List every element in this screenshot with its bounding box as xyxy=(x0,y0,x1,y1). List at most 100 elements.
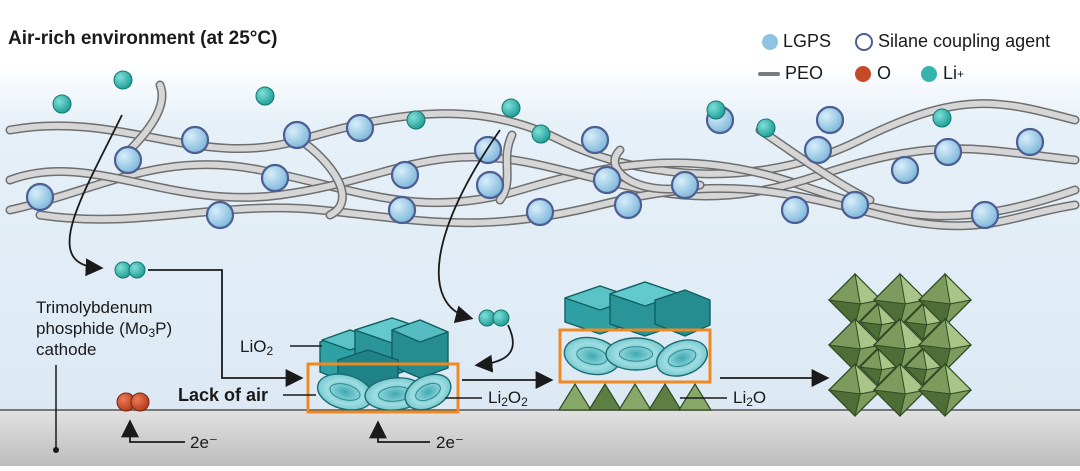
lgps-particle xyxy=(1015,127,1045,157)
li2o2-highlight-box-2 xyxy=(558,328,712,384)
lack-of-air-label: Lack of air xyxy=(178,385,269,405)
lio2-label-sub: 2 xyxy=(266,344,274,358)
octa-face-dark xyxy=(903,321,928,341)
octa-face-dark xyxy=(827,389,861,417)
li-ion xyxy=(113,70,133,90)
lgps-particle xyxy=(25,182,55,212)
legend-li-symbol xyxy=(921,66,937,82)
li2o2-disc-body xyxy=(656,339,708,377)
li2o2-label-a: Li xyxy=(488,388,502,407)
cathode-label: Trimolybdenum phosphide (Mo3P) cathode xyxy=(36,297,172,360)
oxygen-atom-2 xyxy=(130,392,150,412)
li2o-base-pyramid xyxy=(617,382,653,411)
cathode-label-line2: phosphide (Mo3P) xyxy=(36,318,172,339)
cathode-pointer-dot xyxy=(53,447,59,453)
lgps-particle xyxy=(180,125,210,155)
peo-chain xyxy=(7,159,1078,219)
lgps-particle xyxy=(780,195,810,225)
li2o-base-pyramid xyxy=(587,382,623,411)
li2o2-disc-body xyxy=(404,373,452,411)
electron-arrow-1 xyxy=(121,419,185,443)
electrons-label-1: 2e⁻ xyxy=(190,433,218,452)
li2o2-disc-center xyxy=(329,383,361,401)
octa-face-light xyxy=(877,302,898,326)
li2o-octahedron xyxy=(903,302,943,341)
li-ion xyxy=(501,98,521,118)
lgps-particle xyxy=(970,200,1000,230)
octa-face-dark xyxy=(872,389,906,417)
legend-o-label: O xyxy=(877,63,892,83)
peo-chain xyxy=(297,137,346,218)
li-ion xyxy=(756,118,776,138)
legend-silane-symbol xyxy=(855,33,873,51)
octa-face-light xyxy=(944,317,973,350)
lio2-label: LiO2 xyxy=(240,336,273,357)
li2o2-label-sub2: 2 xyxy=(521,395,528,409)
octa-face-light xyxy=(854,362,883,395)
peo-chain xyxy=(497,132,515,203)
li-ion xyxy=(531,124,551,144)
lgps-particle xyxy=(473,135,503,165)
lgps-particle xyxy=(113,145,143,175)
li2o-label-sub: 2 xyxy=(746,395,753,409)
lgps-particle xyxy=(890,155,920,185)
li-ions xyxy=(52,70,952,144)
lgps-particle xyxy=(525,197,555,227)
li2o2-discs-surface xyxy=(316,373,452,411)
lgps-particle xyxy=(390,160,420,190)
li2o-octahedron xyxy=(827,362,883,417)
li2o-octahedron xyxy=(917,362,973,417)
li-ion xyxy=(706,100,726,120)
lgps-particle xyxy=(613,190,643,220)
li2o-label: Li2O xyxy=(733,387,766,408)
octa-face-dark xyxy=(903,366,928,386)
lgps-particle xyxy=(815,105,845,135)
legend-peo: PEO xyxy=(785,63,823,84)
octa-face-light xyxy=(922,347,943,371)
lio2-label-base: LiO xyxy=(240,337,267,356)
lgps-particle xyxy=(387,195,417,225)
octa-face-light xyxy=(944,272,973,305)
lgps-particle xyxy=(592,165,622,195)
li2o2-disc xyxy=(316,373,374,411)
lgps-particle xyxy=(282,120,312,150)
legend-o: O xyxy=(877,63,891,84)
octa-face-dark xyxy=(858,366,883,386)
li2o-octahedra-lattice xyxy=(827,272,973,417)
li-feed-line xyxy=(148,269,304,387)
lgps-particles xyxy=(25,105,1045,230)
li2o-green-base xyxy=(557,382,713,411)
octa-face-light xyxy=(899,272,928,305)
li2o-base-pyramid xyxy=(677,382,713,411)
li2o-base-pyramid xyxy=(647,382,683,411)
li-ion xyxy=(255,86,275,106)
li2o2-disc-center xyxy=(619,346,653,362)
li2o2-highlight-box-1 xyxy=(306,362,460,414)
li-ion xyxy=(52,94,72,114)
legend-li-label: Li xyxy=(943,63,958,83)
li2o-base-pyramid xyxy=(557,382,593,411)
li2o-octahedron xyxy=(827,272,883,327)
peo-chain xyxy=(7,145,1078,201)
cathode-label-line2-a: phosphide (Mo xyxy=(36,319,149,338)
li2o-octahedron xyxy=(858,302,898,341)
legend-lgps: LGPS xyxy=(783,31,831,52)
li-diffusion-arrow-left xyxy=(68,114,123,277)
li2o2-label-b: O xyxy=(507,388,522,407)
octa-face-light xyxy=(899,362,928,395)
lgps-particle xyxy=(345,113,375,143)
legend-silane: Silane coupling agent xyxy=(878,31,1050,52)
lgps-particle xyxy=(803,135,833,165)
li2o-octahedron xyxy=(827,317,883,372)
lgps-particle xyxy=(580,125,610,155)
li-diffusion-arrow-right-2 xyxy=(474,324,514,373)
cathode-surface xyxy=(0,410,1080,466)
octa-face-light xyxy=(877,347,898,371)
li2o2-disc xyxy=(404,373,452,411)
octa-face-dark xyxy=(858,321,883,341)
cathode-label-line2-b: P) xyxy=(155,319,173,338)
legend-peo-label: PEO xyxy=(785,63,824,83)
li-diffusion-arrow-right xyxy=(437,129,501,324)
octa-face-light xyxy=(854,272,883,305)
